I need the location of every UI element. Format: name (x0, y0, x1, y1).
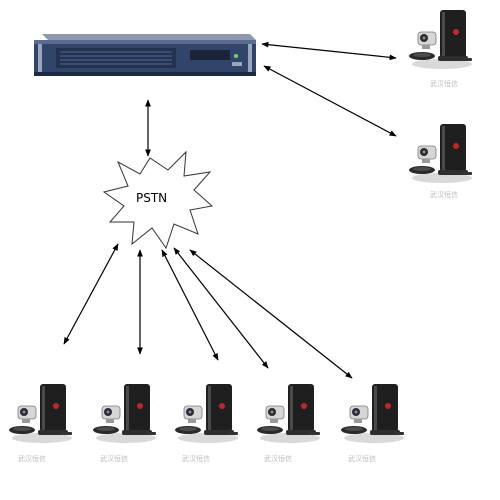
watermark: 武汉恒信 (264, 454, 292, 463)
watermark: 武汉恒信 (430, 79, 458, 88)
link-mcu-endpoint-1 (261, 41, 397, 61)
watermark: 武汉恒信 (348, 454, 376, 463)
endpoint-bottom-1-icon: 武汉恒信 (8, 383, 73, 463)
endpoint-bottom-3-icon: 武汉恒信 (174, 383, 239, 463)
link-pstn-endpoint-5 (161, 249, 219, 361)
link-pstn-endpoint-7 (189, 249, 353, 379)
watermark: 武汉恒信 (100, 454, 128, 463)
watermark: 武汉恒信 (18, 454, 46, 463)
watermark: 武汉恒信 (182, 454, 210, 463)
watermark: 武汉恒信 (430, 190, 458, 199)
pstn-cloud: PSTN (102, 150, 214, 250)
link-pstn-endpoint-6 (173, 247, 269, 369)
pstn-label: PSTN (136, 191, 167, 205)
mcu-server-icon (34, 34, 256, 76)
link-pstn-endpoint-3 (63, 243, 119, 345)
endpoint-bottom-4-icon: 武汉恒信 (256, 383, 321, 463)
endpoint-top-1-icon: 武汉恒信 (408, 9, 473, 88)
endpoint-top-2-icon: 武汉恒信 (408, 123, 473, 199)
endpoint-bottom-5-icon: 武汉恒信 (340, 383, 405, 463)
endpoint-bottom-2-icon: 武汉恒信 (92, 383, 157, 463)
link-mcu-endpoint-2 (263, 65, 397, 137)
